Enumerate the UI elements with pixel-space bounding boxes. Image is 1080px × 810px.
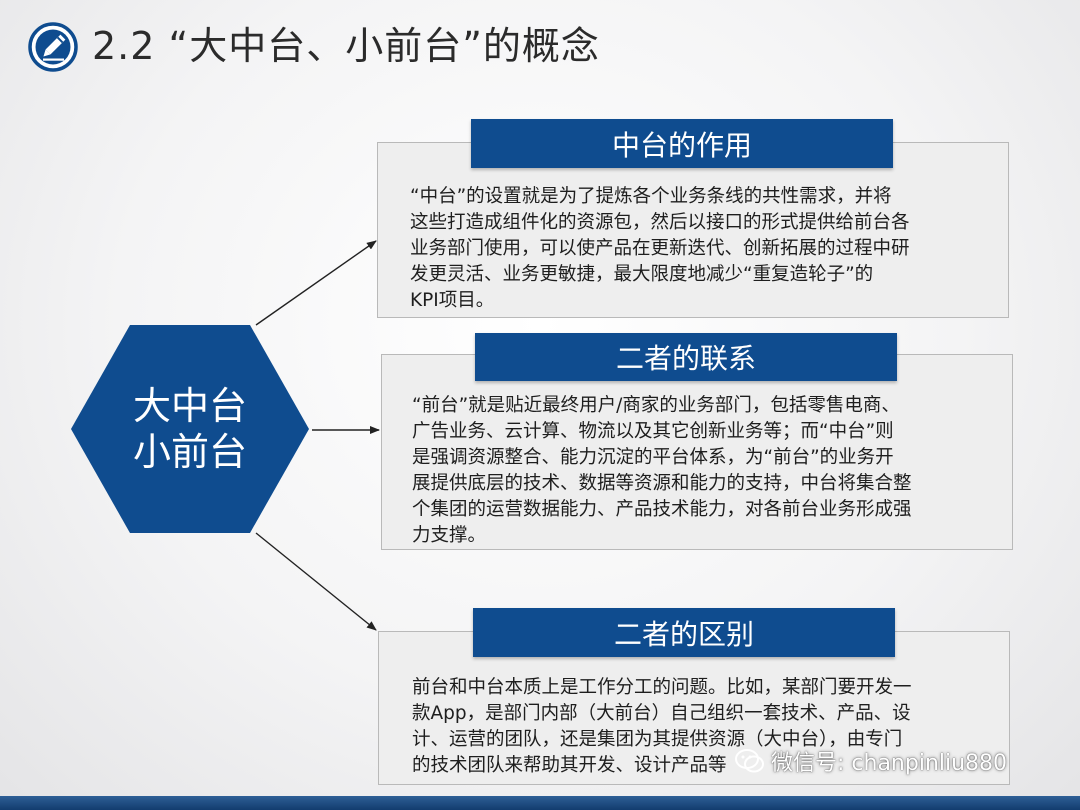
panel-relation-line: 展提供底层的技术、数据等资源和能力的支持，中台将集合整 <box>412 473 912 494</box>
panel-relation-title: 二者的联系 <box>475 333 897 381</box>
panel-role-title: 中台的作用 <box>471 119 893 168</box>
arrow-to-panel-3 <box>255 532 377 631</box>
panel-difference-line: 款App，是部门内部（大前台）自己组织一套技术、产品、设 <box>412 703 911 724</box>
center-node-line-2: 小前台 <box>132 430 247 474</box>
center-node: 大中台 小前台 <box>70 324 310 534</box>
panel-relation-line: 力支撑。 <box>412 525 487 546</box>
panel-role-text: “中台”的设置就是为了提炼各个业务条线的共性需求，并将 这些打造成组件化的资源包… <box>410 184 980 314</box>
panel-role-line: “中台”的设置就是为了提炼各个业务条线的共性需求，并将 <box>410 186 892 207</box>
panel-difference-text: 前台和中台本质上是工作分工的问题。比如，某部门要开发一 款App，是部门内部（大… <box>412 675 987 779</box>
panel-role-line: 这些打造成组件化的资源包，然后以接口的形式提供给前台各 <box>410 212 910 233</box>
panel-difference-line: 计、运营的团队，还是集团为其提供资源（大中台），由专门 <box>412 729 903 750</box>
panel-difference-title: 二者的区别 <box>473 608 895 657</box>
panel-relation-line: 是强调资源整合、能力沉淀的平台体系，为“前台”的业务开 <box>412 447 894 468</box>
panel-difference-line: 前台和中台本质上是工作分工的问题。比如，某部门要开发一 <box>412 677 912 698</box>
panel-relation-text: “前台”就是贴近最终用户/商家的业务部门，包括零售电商、 广告业务、云计算、物流… <box>412 393 987 549</box>
center-node-line-1: 大中台 <box>132 384 247 428</box>
center-hexagon <box>71 325 309 533</box>
panel-difference-line: 的技术团队来帮助其开发、设计产品等 <box>412 755 727 776</box>
arrow-to-panel-1 <box>255 240 377 326</box>
panel-role-line: 发更灵活、业务更敏捷，最大限度地减少“重复造轮子”的 <box>410 264 874 285</box>
bottom-band <box>0 796 1080 810</box>
panel-relation-line: 个集团的运营数据能力、产品技术能力，对各前台业务形成强 <box>412 499 912 520</box>
panel-relation-line: 广告业务、云计算、物流以及其它创新业务等；而“中台”则 <box>412 421 894 442</box>
wechat-icon <box>735 749 764 773</box>
panel-role-line: KPI项目。 <box>410 290 495 311</box>
watermark-text: 微信号: chanpinliu880 <box>771 751 1008 776</box>
panel-relation-line: “前台”就是贴近最终用户/商家的业务部门，包括零售电商、 <box>412 395 900 416</box>
wechat-watermark: 微信号: chanpinliu880 <box>735 744 1007 778</box>
panel-relation <box>381 354 1013 550</box>
panel-role <box>377 142 1009 318</box>
panel-role-line: 业务部门使用，可以使产品在更新迭代、创新拓展的过程中研 <box>410 238 910 259</box>
slide-title: 2.2 “大中台、小前台”的概念 <box>92 24 600 68</box>
pencil-icon <box>28 22 78 72</box>
